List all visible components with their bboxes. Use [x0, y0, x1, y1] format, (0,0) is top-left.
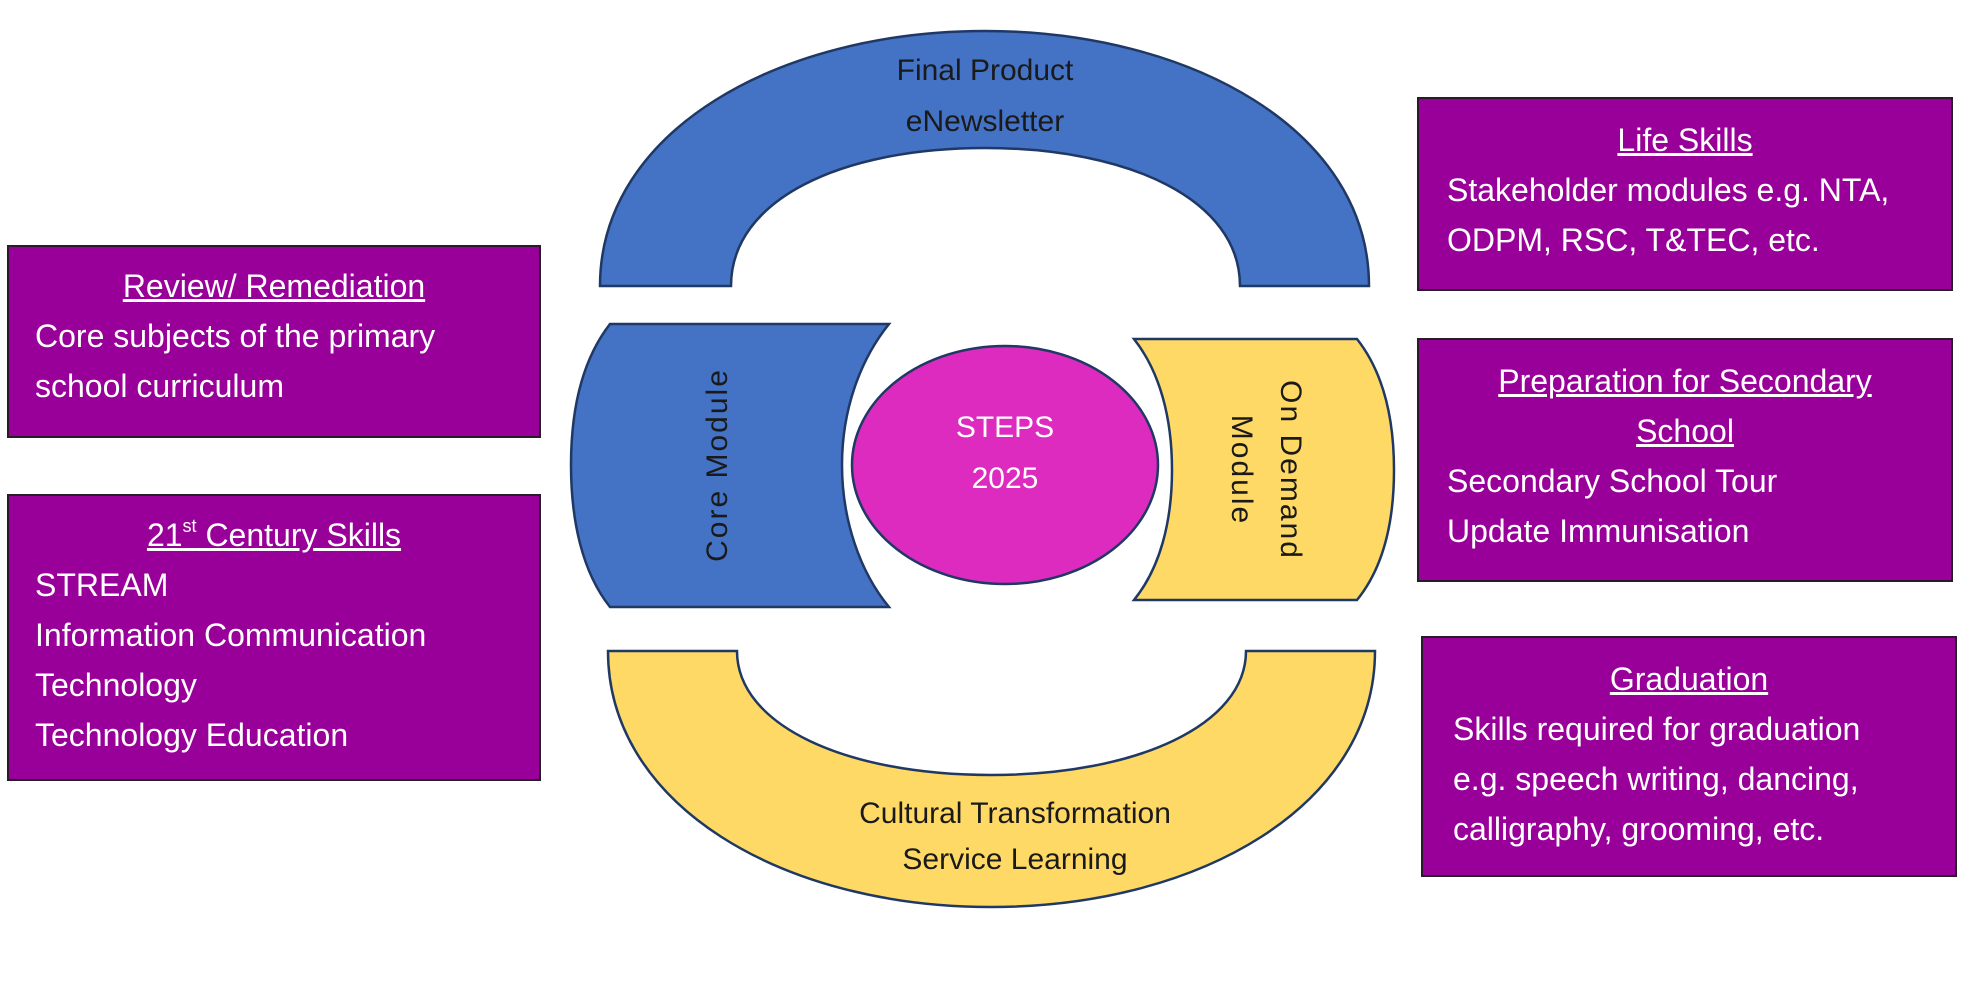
steps-2025-center — [850, 344, 1160, 586]
century-line-3: Technology — [35, 667, 197, 703]
life-skills-box: Life Skills Stakeholder modules e.g. NTA… — [1417, 97, 1953, 291]
life-skills-line-1: Stakeholder modules e.g. NTA, — [1447, 172, 1890, 208]
graduation-box: Graduation Skills required for graduatio… — [1421, 636, 1957, 877]
review-line-1: Core subjects of the primary — [35, 318, 436, 354]
century-title-superscript: st — [182, 516, 197, 536]
graduation-line-1: Skills required for graduation — [1453, 711, 1861, 747]
bottom-arch-label-2: Service Learning — [902, 843, 1127, 876]
graduation-line-2: e.g. speech writing, dancing, — [1453, 761, 1859, 797]
bottom-arch-cultural-transformation — [606, 649, 1377, 909]
secondary-prep-box: Preparation for Secondary School Seconda… — [1417, 338, 1953, 582]
on-demand-module-shape — [1131, 337, 1396, 602]
secondary-prep-title-1: Preparation for Secondary — [1498, 363, 1872, 399]
century-skills-title: 21st Century Skills — [9, 510, 539, 560]
graduation-line-3: calligraphy, grooming, etc. — [1453, 811, 1825, 847]
review-remediation-title: Review/ Remediation — [122, 268, 426, 304]
core-module-label: Core Module — [701, 368, 734, 562]
top-arch-final-product — [598, 29, 1371, 288]
century-skills-box: 21st Century Skills STREAM Information C… — [7, 494, 541, 781]
top-arch-label-2: eNewsletter — [906, 105, 1064, 138]
center-label-2: 2025 — [972, 462, 1039, 495]
center-label-1: STEPS — [956, 411, 1054, 444]
secondary-line-2: Update Immunisation — [1447, 513, 1750, 549]
top-arch-label-1: Final Product — [897, 54, 1074, 87]
century-line-1: STREAM — [35, 567, 169, 603]
secondary-prep-title-2: School — [1636, 413, 1734, 449]
century-line-4: Technology Education — [35, 717, 349, 753]
century-title-number: 21 — [146, 517, 183, 553]
secondary-line-1: Secondary School Tour — [1447, 463, 1778, 499]
review-line-2: school curriculum — [35, 368, 284, 404]
on-demand-label-1: On Demand — [1274, 380, 1307, 560]
century-title-rest: Century Skills — [196, 517, 402, 553]
life-skills-title: Life Skills — [1617, 122, 1753, 158]
life-skills-line-2: ODPM, RSC, T&TEC, etc. — [1447, 222, 1820, 258]
graduation-title: Graduation — [1609, 661, 1769, 697]
on-demand-label-2: Module — [1225, 415, 1258, 525]
core-module-shape — [569, 322, 892, 609]
bottom-arch-label-1: Cultural Transformation — [859, 797, 1171, 830]
review-remediation-box: Review/ Remediation Core subjects of the… — [7, 245, 541, 438]
century-line-2: Information Communication — [35, 617, 427, 653]
